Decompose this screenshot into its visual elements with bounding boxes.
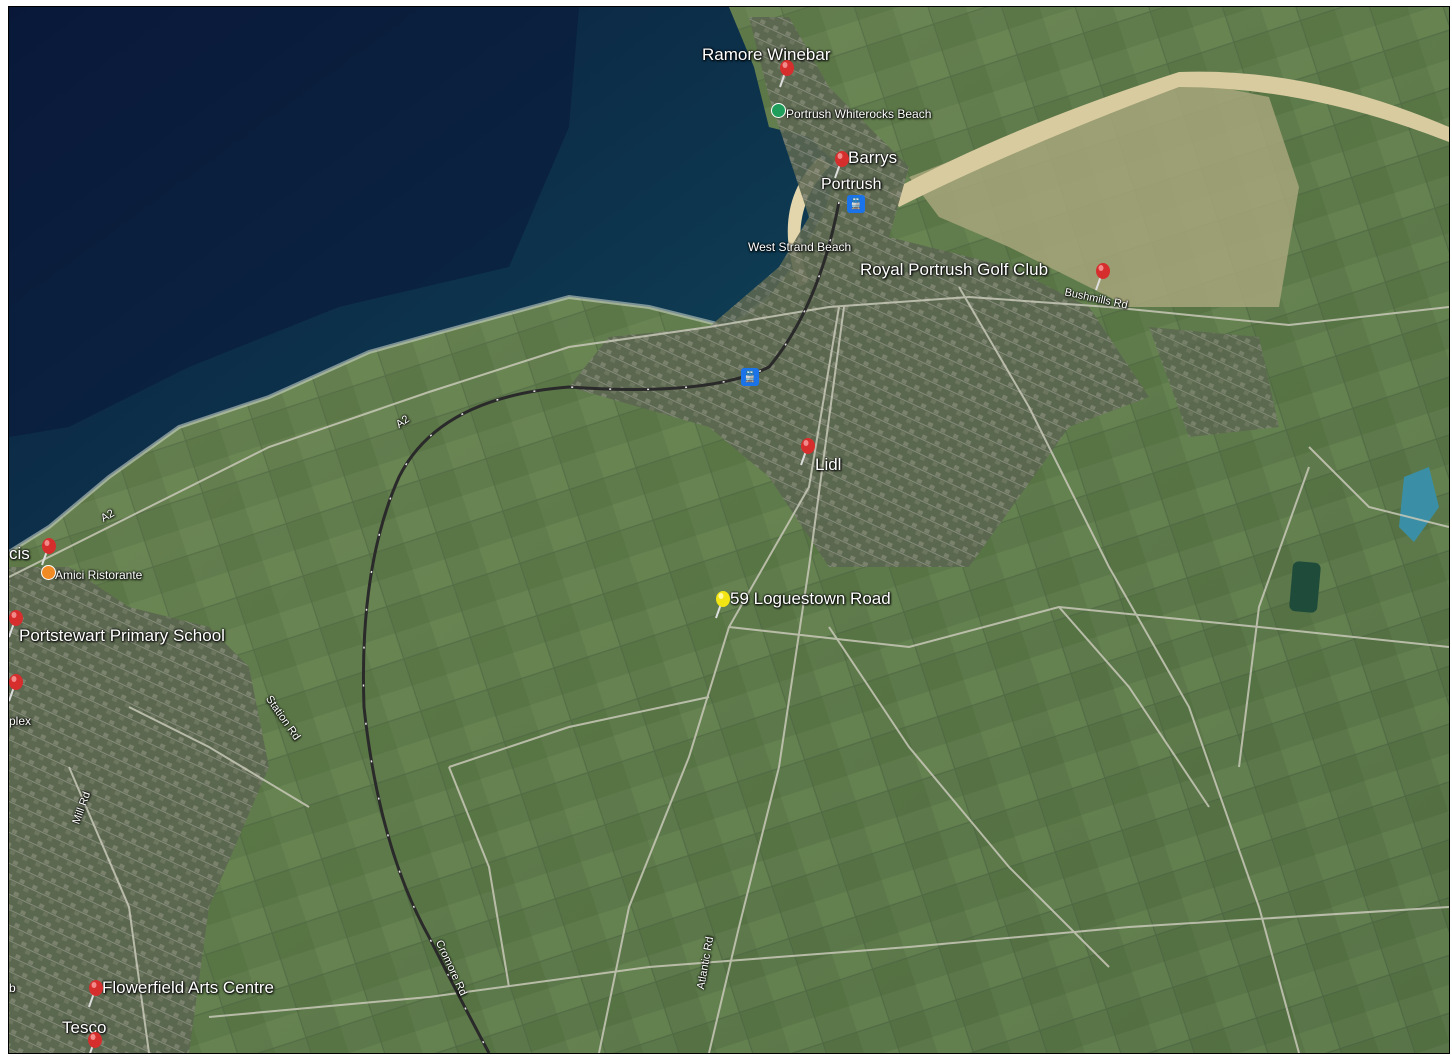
red-pushpin-icon[interactable]	[1090, 262, 1112, 292]
red-pushpin-icon[interactable]	[82, 1031, 104, 1054]
train-station-icon[interactable]: 🚆	[847, 195, 865, 213]
red-pushpin-icon[interactable]	[36, 537, 58, 567]
label-portrush[interactable]: Portrush	[821, 176, 882, 193]
label-flowerfield-arts-centre[interactable]: Flowerfield Arts Centre	[102, 978, 274, 997]
red-pushpin-icon[interactable]	[8, 609, 25, 639]
label-lidl[interactable]: Lidl	[815, 455, 842, 474]
label-59-loguestown-road[interactable]: 59 Loguestown Road	[730, 589, 891, 608]
label-portstewart-primary-school[interactable]: Portstewart Primary School	[19, 626, 225, 645]
label-whiterocks-beach[interactable]: Portrush Whiterocks Beach	[786, 107, 932, 121]
restaurant-poi-icon[interactable]	[41, 565, 56, 580]
red-pushpin-icon[interactable]	[83, 979, 105, 1009]
label-cis[interactable]: cis	[9, 544, 30, 563]
red-pushpin-icon[interactable]	[8, 673, 25, 703]
map-viewport[interactable]: Ramore Winebar Portrush Whiterocks Beach…	[8, 6, 1450, 1054]
red-pushpin-icon[interactable]	[829, 150, 851, 180]
label-plex[interactable]: plex	[9, 714, 32, 728]
label-west-strand-beach[interactable]: West Strand Beach	[748, 240, 852, 254]
train-station-icon[interactable]: 🚆	[741, 368, 759, 386]
red-pushpin-icon[interactable]	[774, 59, 796, 89]
beach-poi-icon[interactable]	[771, 103, 786, 118]
label-amici-ristorante[interactable]: Amici Ristorante	[55, 568, 143, 582]
red-pushpin-icon[interactable]	[795, 437, 817, 467]
label-barrys[interactable]: Barrys	[848, 148, 898, 167]
yellow-pushpin-icon[interactable]	[710, 590, 732, 620]
label-ramore-winebar[interactable]: Ramore Winebar	[702, 45, 831, 64]
satellite-map[interactable]	[9, 7, 1449, 1053]
label-royal-portrush-golf-club[interactable]: Royal Portrush Golf Club	[860, 260, 1049, 279]
label-b[interactable]: b	[9, 981, 16, 995]
